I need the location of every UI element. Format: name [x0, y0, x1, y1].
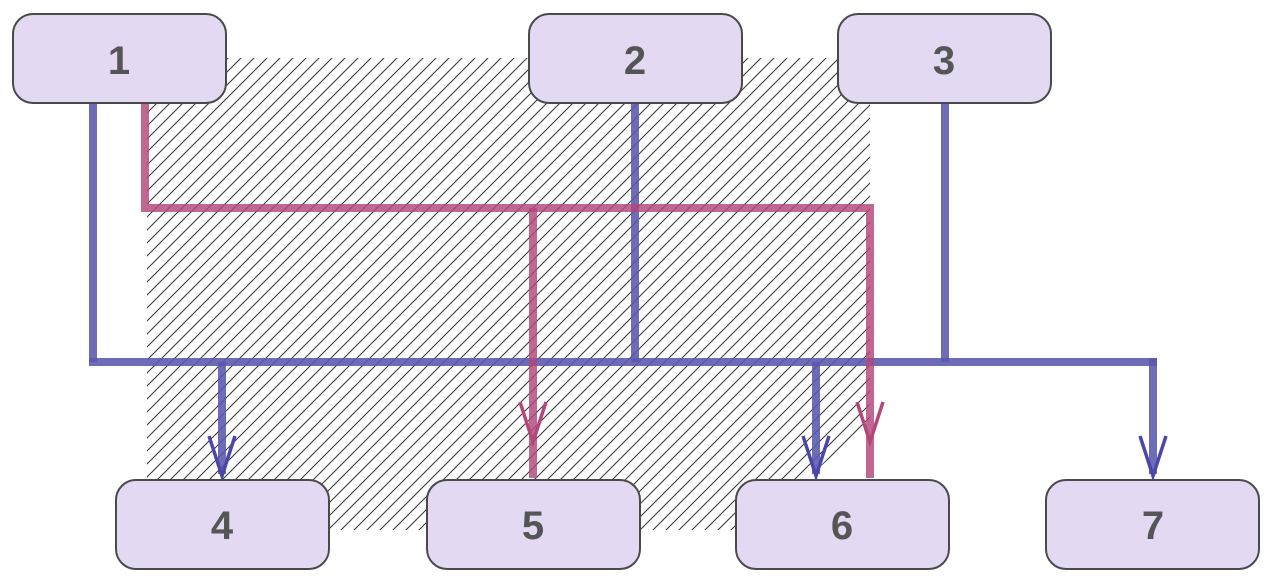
node-label-2: 2 — [624, 39, 646, 83]
node-3: 3 — [837, 13, 1052, 104]
pink-line-from-1 — [141, 103, 874, 478]
node-5: 5 — [426, 479, 641, 570]
node-label-3: 3 — [933, 39, 955, 83]
hatched-region — [147, 58, 870, 530]
node-label-7: 7 — [1142, 504, 1164, 548]
node-label-6: 6 — [831, 504, 853, 548]
node-1: 1 — [12, 13, 227, 104]
node-label-1: 1 — [108, 39, 130, 83]
node-7: 7 — [1045, 479, 1260, 570]
arrow-to-5 — [518, 401, 548, 448]
node-label-4: 4 — [211, 504, 234, 548]
arrow-to-4 — [207, 435, 237, 482]
blue-connections — [89, 103, 1157, 474]
arrow-to-6-blue — [801, 435, 831, 482]
node-2: 2 — [528, 13, 743, 104]
node-4: 4 — [115, 479, 330, 570]
arrowheads — [207, 401, 1168, 482]
pink-connections — [141, 103, 874, 478]
arrow-to-7 — [1138, 435, 1168, 482]
node-6: 6 — [735, 479, 950, 570]
arrow-to-6-pink — [855, 401, 885, 448]
node-label-5: 5 — [522, 504, 544, 548]
